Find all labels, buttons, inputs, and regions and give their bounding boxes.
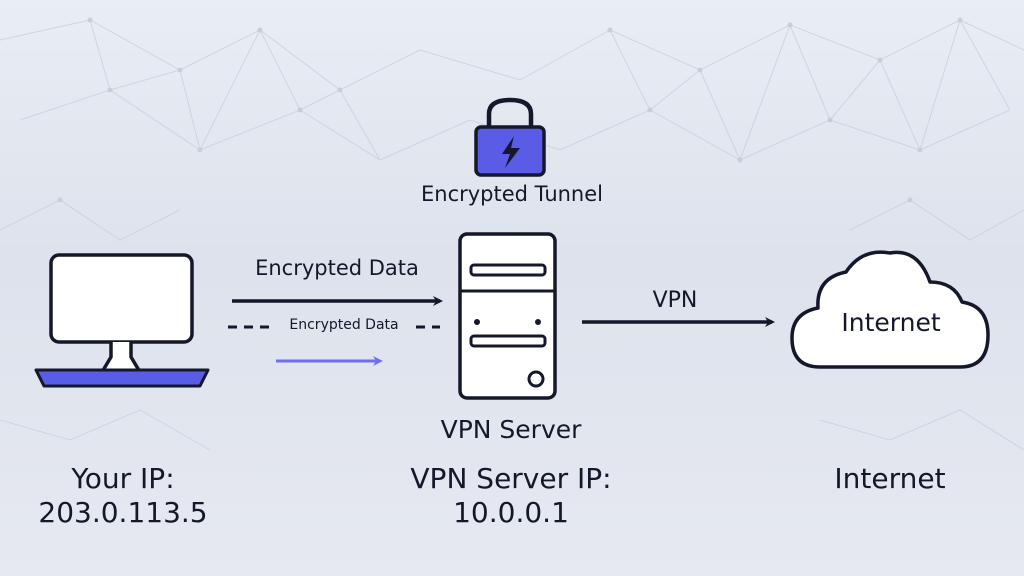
internet-heading: Internet [834, 462, 946, 495]
laptop-icon [34, 253, 210, 388]
encrypted-data-label: Encrypted Data [255, 256, 419, 280]
internet-info: Internet [800, 462, 980, 496]
server-ip-value: 10.0.0.1 [453, 496, 569, 529]
cloud-label: Internet [841, 308, 941, 337]
lock-bolt-icon [474, 97, 546, 177]
client-ip-info: Your IP: 203.0.113.5 [18, 462, 228, 530]
vpn-server-label: VPN Server [440, 415, 582, 444]
server-ip-heading: VPN Server IP: [410, 462, 612, 495]
cloud-icon [790, 250, 990, 369]
server-icon [458, 232, 557, 400]
vpn-link-label: VPN [652, 288, 698, 313]
client-ip-value: 203.0.113.5 [38, 496, 208, 529]
client-ip-heading: Your IP: [71, 462, 175, 495]
encrypted-tunnel-label: Encrypted Tunnel [421, 182, 603, 206]
encrypted-data-dashed-label: Encrypted Data [289, 317, 399, 333]
server-ip-info: VPN Server IP: 10.0.0.1 [380, 462, 642, 530]
